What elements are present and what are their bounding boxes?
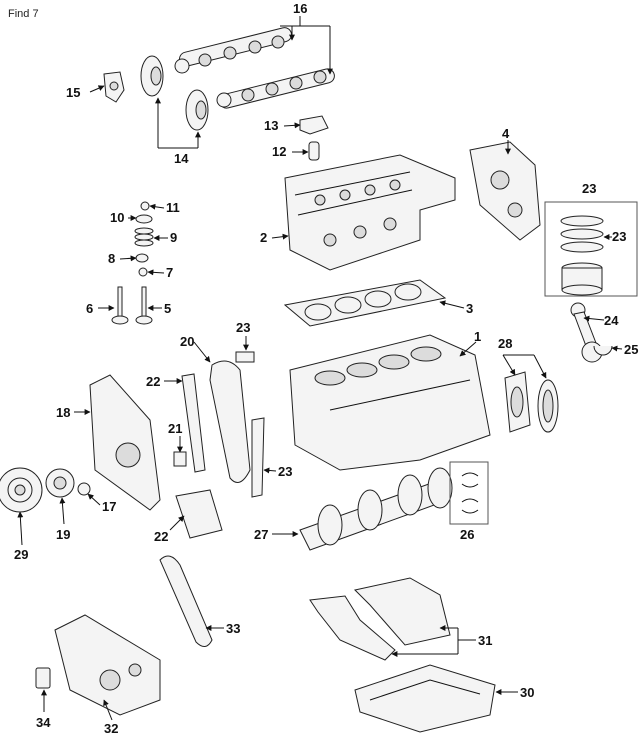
rear-main-seal[interactable] <box>537 379 559 433</box>
piston-rings[interactable] <box>560 215 604 253</box>
drive-belt[interactable] <box>159 555 213 647</box>
crank-sprocket[interactable] <box>45 468 75 498</box>
callout-22: 22 <box>154 529 168 544</box>
rod-bearing[interactable] <box>593 345 613 356</box>
callout-18: 18 <box>56 405 70 420</box>
cam-adjuster-lower[interactable] <box>185 89 209 131</box>
camshaft-intake[interactable] <box>174 26 293 74</box>
hydraulic-lifter[interactable] <box>308 141 320 161</box>
rocker-arm[interactable] <box>299 115 329 135</box>
harmonic-balancer[interactable] <box>0 467 43 513</box>
callout-3: 3 <box>466 301 473 316</box>
main-bearings[interactable] <box>461 472 479 514</box>
callout-17: 17 <box>102 499 116 514</box>
piston[interactable] <box>561 262 603 296</box>
callout-13: 13 <box>264 118 278 133</box>
callout-7: 7 <box>166 265 173 280</box>
callout-32: 30 <box>520 685 534 700</box>
leader-lines <box>17 16 623 721</box>
callout-16: 16 <box>293 1 307 16</box>
timing-chain[interactable] <box>209 360 251 483</box>
chain-guide-right[interactable] <box>251 417 265 498</box>
callout-19: 19 <box>56 527 70 542</box>
valve-seal[interactable] <box>138 267 148 277</box>
oil-sensor[interactable] <box>35 667 51 689</box>
callout-9: 9 <box>170 230 177 245</box>
timing-cover-rear[interactable] <box>469 141 541 241</box>
tensioner-bolt[interactable] <box>173 451 187 467</box>
callout-15: 15 <box>66 85 80 100</box>
callout-5: 5 <box>164 301 171 316</box>
callout-labels: 16 15 14 13 12 4 23 23 2 11 10 9 8 7 6 5… <box>14 1 638 736</box>
callout-31: 29 <box>14 547 28 562</box>
callout-26: 24 <box>604 313 619 328</box>
callout-14: 14 <box>174 151 189 166</box>
chain-guide-top[interactable] <box>235 351 255 363</box>
callout-30: 28 <box>498 336 512 351</box>
callout-35: 33 <box>226 621 240 636</box>
connecting-rod[interactable] <box>570 302 603 363</box>
callout-28: 26 <box>460 527 474 542</box>
oil-pan[interactable] <box>354 664 496 733</box>
camshaft-exhaust[interactable] <box>216 67 336 109</box>
valve-spring-retainer[interactable] <box>135 214 153 224</box>
callout-25: 23 <box>582 181 596 196</box>
callout-8: 8 <box>108 251 115 266</box>
main-bearing-box <box>449 461 489 525</box>
callout-20: 20 <box>180 334 194 349</box>
callout-21: 21 <box>168 421 182 436</box>
valve-spring[interactable] <box>134 227 154 247</box>
callout-2: 2 <box>260 230 267 245</box>
head-gasket[interactable] <box>283 279 447 327</box>
chain-guide-left[interactable] <box>181 373 206 473</box>
cam-solenoid[interactable] <box>103 71 125 103</box>
callout-34: 32 <box>104 721 118 736</box>
cam-adjuster-upper[interactable] <box>140 55 164 97</box>
engine-block[interactable] <box>289 334 491 471</box>
callout-36: 34 <box>36 715 51 730</box>
callout-11: 11 <box>166 200 180 215</box>
callout-12: 12 <box>272 144 286 159</box>
find-label: Find 7 <box>8 8 39 20</box>
oil-baffle-lower[interactable] <box>309 595 396 661</box>
chain-tensioner[interactable] <box>175 489 223 539</box>
callout-4: 4 <box>502 126 510 141</box>
rear-main-seal-housing[interactable] <box>504 371 531 433</box>
callout-23-right: 23 <box>278 464 292 479</box>
cylinder-head[interactable] <box>284 154 456 271</box>
callout-23-left: 22 <box>146 374 160 389</box>
valve-intake[interactable] <box>111 286 129 325</box>
callout-33: 31 <box>478 633 492 648</box>
callout-10: 10 <box>110 210 124 225</box>
callout-27: 25 <box>624 342 638 357</box>
callout-6: 6 <box>86 301 93 316</box>
timing-cover-front[interactable] <box>89 374 161 511</box>
valve-stem-seal[interactable] <box>135 253 149 263</box>
callout-29: 27 <box>254 527 268 542</box>
valve-keeper[interactable] <box>140 201 150 211</box>
oil-pump-housing[interactable] <box>54 614 161 716</box>
valve-exhaust[interactable] <box>135 286 153 325</box>
crankshaft[interactable] <box>299 467 453 551</box>
front-seal[interactable] <box>77 482 91 496</box>
piston-group-box <box>544 201 638 297</box>
callout-1: 1 <box>474 329 481 344</box>
callout-24: 23 <box>612 229 626 244</box>
oil-baffle-upper[interactable] <box>353 577 451 646</box>
callout-23-top: 23 <box>236 320 250 335</box>
